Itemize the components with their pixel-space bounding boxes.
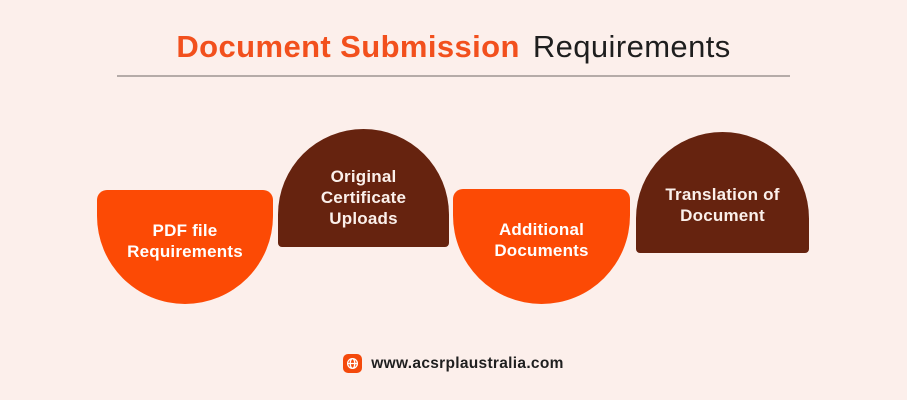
step-pdf-file-requirements: PDF file Requirements: [97, 190, 273, 304]
step-label-line: Uploads: [329, 208, 398, 228]
step-label-line: Additional: [498, 220, 585, 239]
title-underline: [117, 75, 790, 77]
step-additional-documents: Additional Documents: [453, 189, 630, 304]
step-label-line: Documents: [494, 241, 589, 260]
globe-icon: [343, 354, 363, 373]
step-label-line: Document: [680, 205, 765, 225]
footer: www.acsrplaustralia.com: [0, 354, 907, 373]
step-label-line: Certificate: [320, 187, 407, 207]
footer-website: www.acsrplaustralia.com: [371, 354, 564, 372]
title-highlight: Document Submission: [176, 29, 520, 64]
step-original-certificate-uploads: Original Certificate Uploads: [278, 129, 449, 247]
step-label-line: PDF file: [152, 220, 218, 240]
step-label-line: Requirements: [127, 241, 243, 261]
step-translation-of-document: Translation of Document: [636, 132, 809, 253]
step-label-line: Original: [330, 166, 397, 186]
title-rest: Requirements: [532, 29, 731, 64]
page-title: Document Submission Requirements: [0, 29, 907, 65]
step-label-line: Translation of: [665, 184, 780, 204]
